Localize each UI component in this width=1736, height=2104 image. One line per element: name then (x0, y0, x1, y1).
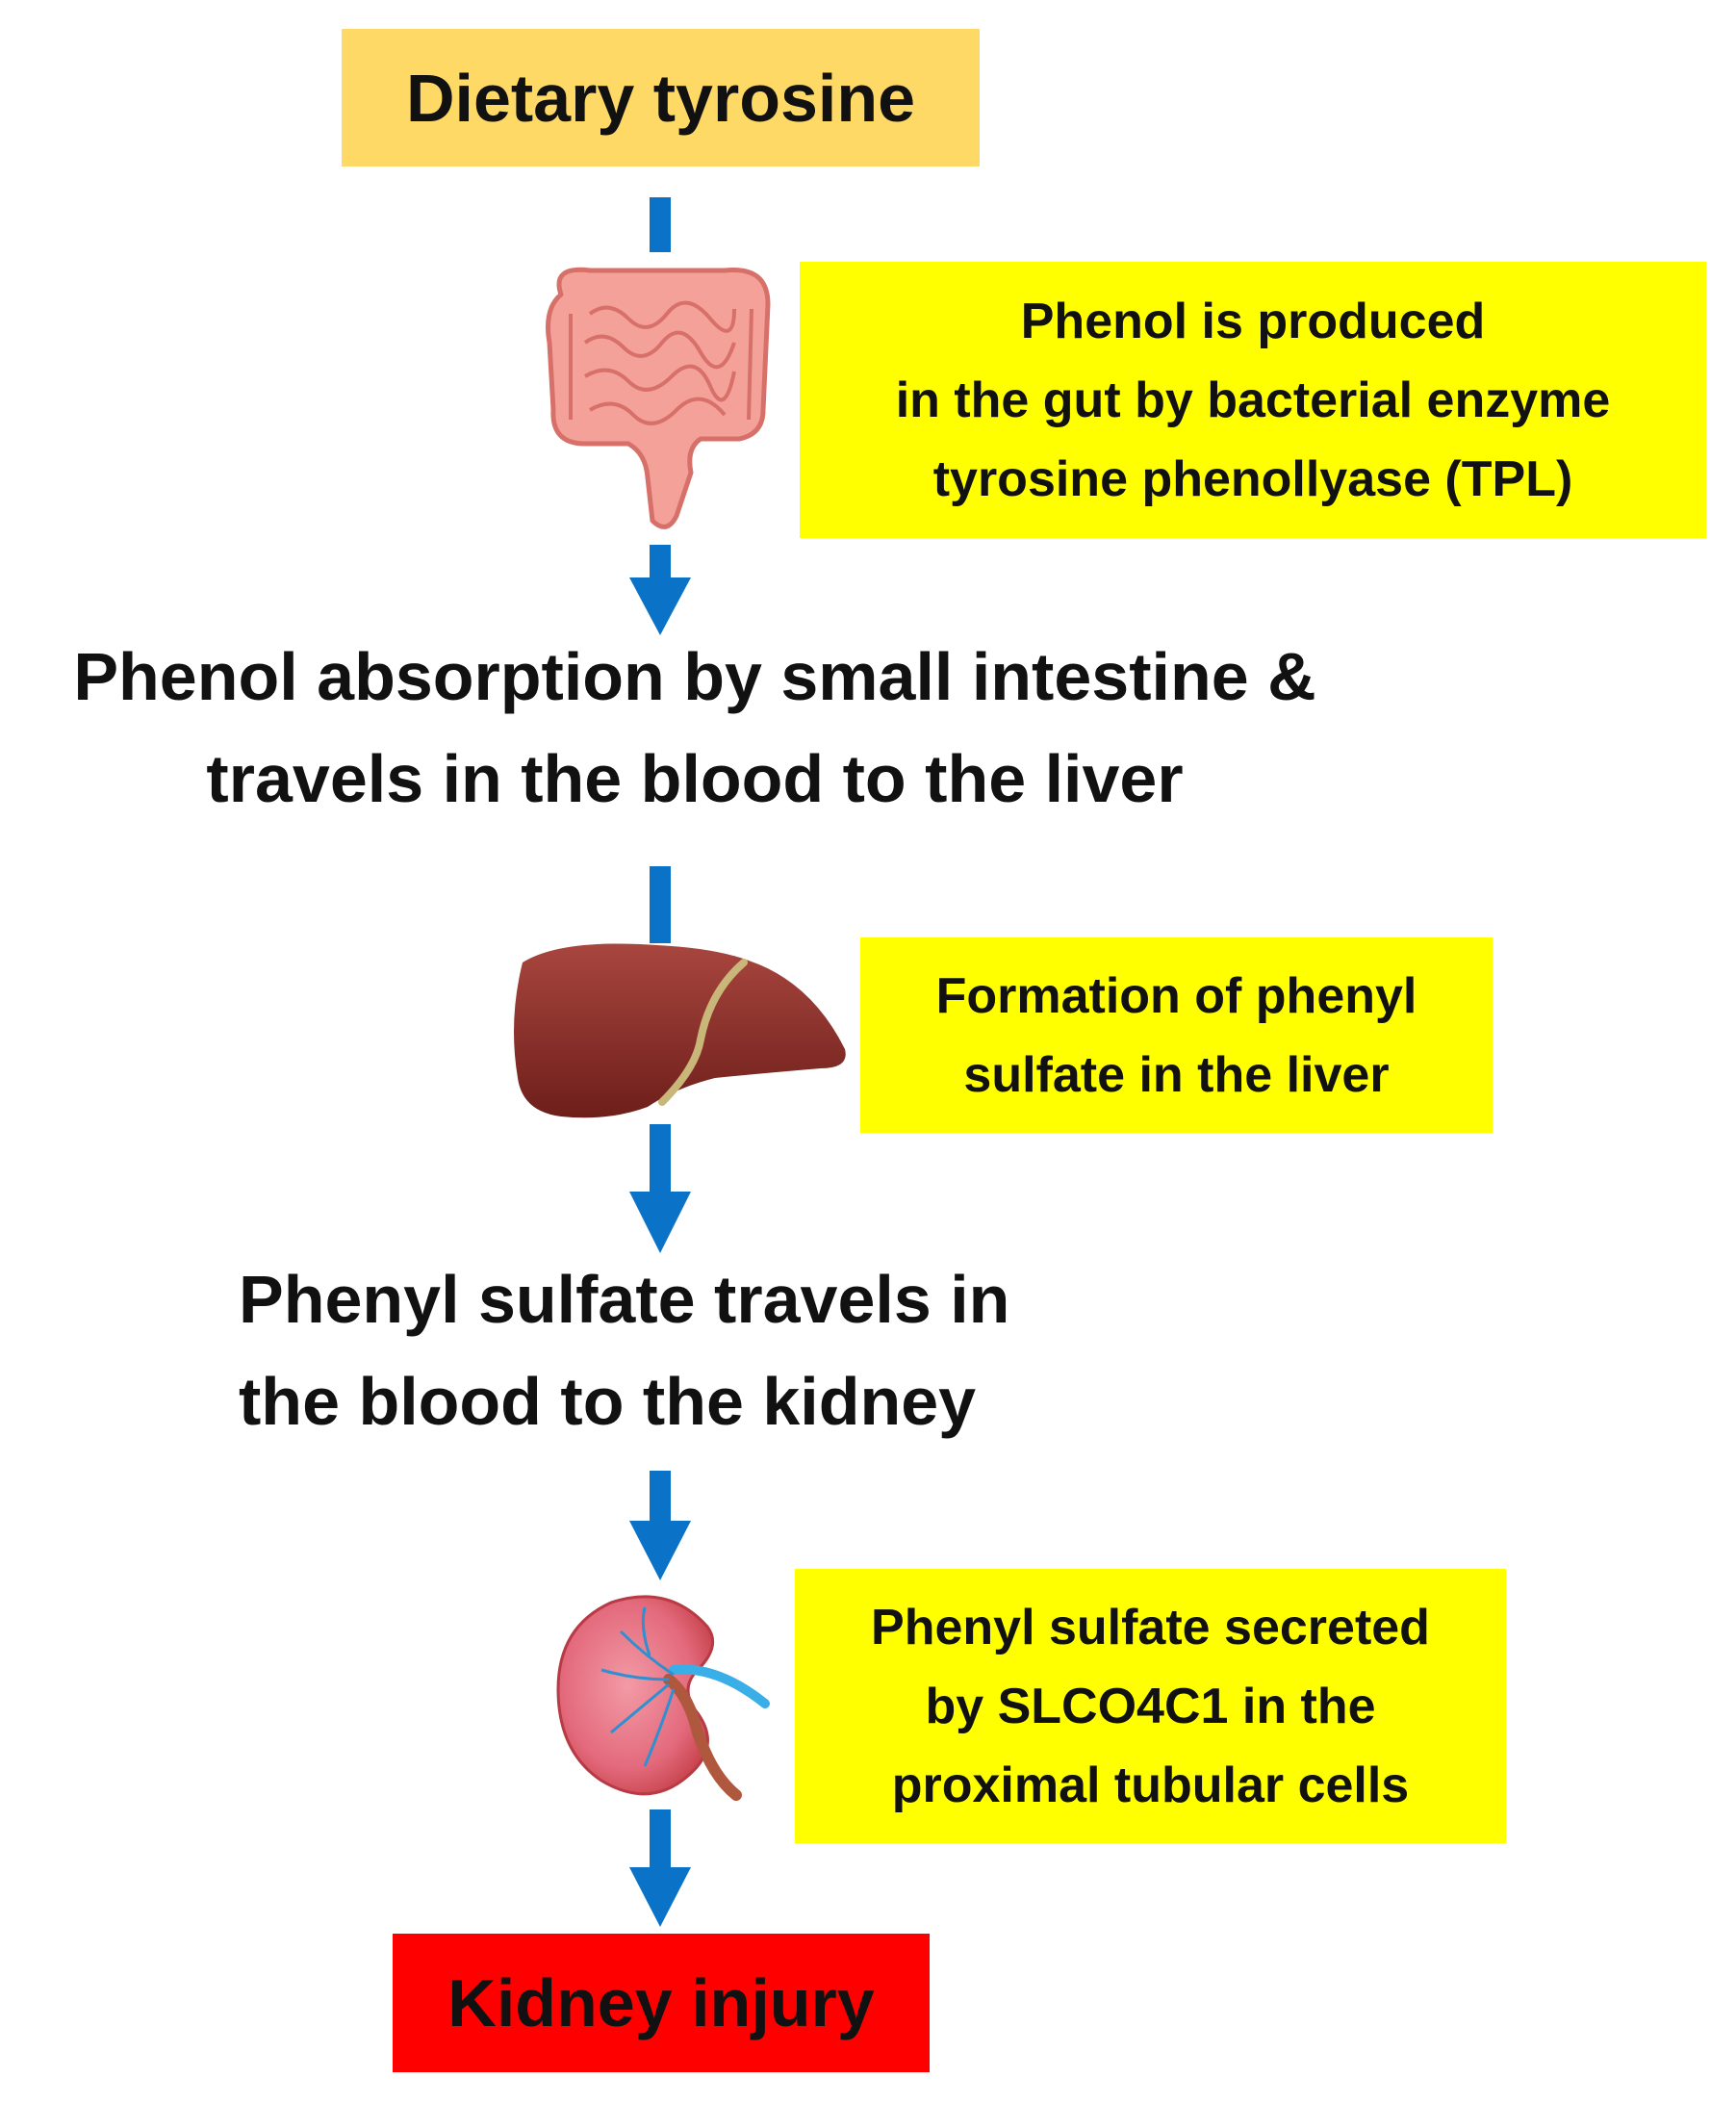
flow-arrow-1 (650, 197, 671, 252)
liver-note: Formation of phenyl sulfate in the liver (860, 937, 1493, 1133)
step-kidney-transport-line-2: the blood to the kidney (239, 1364, 977, 1439)
kidney-note-line-1: Phenyl sulfate secreted (871, 1599, 1430, 1655)
flow-arrow-5 (629, 1471, 691, 1580)
gut-note-line-3: tyrosine phenollyase (TPL) (932, 450, 1573, 507)
gut-note-line-2: in the gut by bacterial enzyme (895, 372, 1611, 428)
gut-note-line-1: Phenol is produced (1020, 293, 1486, 349)
kidney-note-line-2: by SLCO4C1 in the (925, 1678, 1376, 1734)
kidney-note-line-3: proximal tubular cells (891, 1757, 1410, 1813)
start-box-label: Dietary tyrosine (405, 60, 916, 136)
liver-icon (514, 943, 846, 1118)
kidney-note: Phenyl sulfate secreted by SLCO4C1 in th… (795, 1569, 1506, 1843)
intestine-icon (546, 267, 771, 529)
step-kidney-transport: Phenyl sulfate travels in the blood to t… (239, 1248, 1009, 1452)
end-box-kidney-injury: Kidney injury (393, 1934, 930, 2072)
liver-note-line-1: Formation of phenyl (935, 967, 1417, 1024)
flow-arrow-3 (650, 866, 671, 943)
gut-note: Phenol is produced in the gut by bacteri… (800, 262, 1706, 538)
flow-arrow-6 (629, 1809, 691, 1927)
flow-arrow-4 (629, 1124, 691, 1253)
kidney-icon (556, 1595, 770, 1801)
step-absorption: Phenol absorption by small intestine & t… (12, 626, 1378, 830)
step-kidney-transport-line-1: Phenyl sulfate travels in (239, 1262, 1010, 1337)
step-absorption-line-2: travels in the blood to the liver (206, 741, 1184, 816)
end-box-label: Kidney injury (447, 1965, 875, 2040)
liver-note-line-2: sulfate in the liver (963, 1046, 1390, 1103)
step-absorption-line-1: Phenol absorption by small intestine & (73, 639, 1316, 714)
start-box-dietary-tyrosine: Dietary tyrosine (342, 29, 980, 167)
flow-arrow-2 (629, 545, 691, 635)
